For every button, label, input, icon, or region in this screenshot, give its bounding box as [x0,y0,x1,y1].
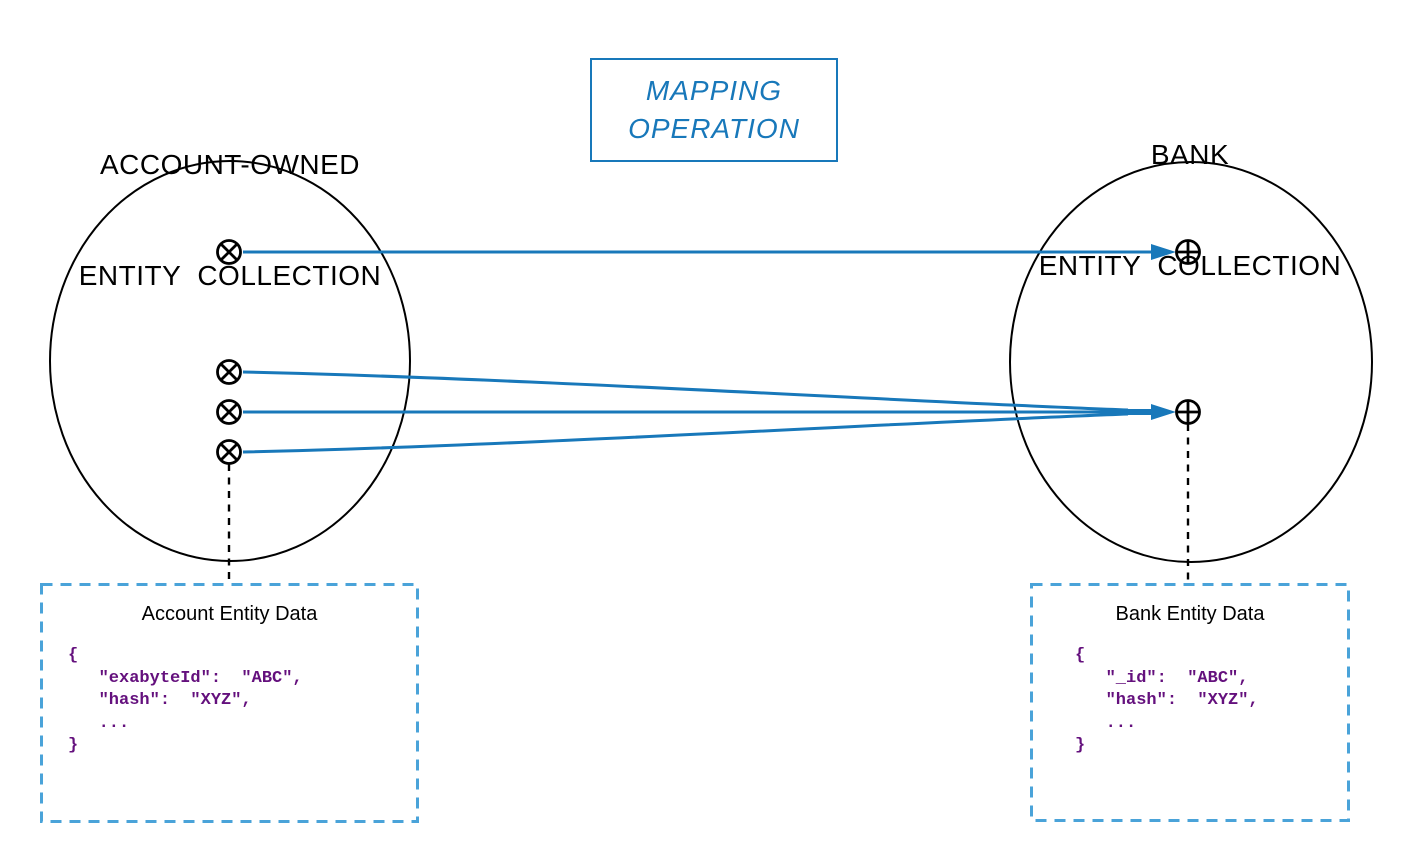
mapping-operation-box: MAPPING OPERATION [590,58,838,162]
left-collection-title-line1: ACCOUNT-OWNED [99,149,361,180]
left-collection-title: ACCOUNT-OWNED ENTITY COLLECTION [30,72,430,368]
right-collection-title-line1: BANK [1150,139,1230,170]
source-point-otimes-icon [216,439,242,465]
bank-data-box-border [1030,583,1350,822]
account-entity-data-code: { "exabyteId": "ABC", "hash": "XYZ", ...… [68,646,303,755]
target-point-oplus-icon [1175,399,1201,425]
account-entity-data-box: Account Entity Data { "exabyteId": "ABC"… [40,583,419,823]
source-point-otimes-icon [216,359,242,385]
source-point-otimes-icon [216,239,242,265]
bank-entity-data-code: { "_id": "ABC", "hash": "XYZ", ... } [1075,646,1259,755]
bank-entity-data-box: Bank Entity Data { "_id": "ABC", "hash":… [1030,583,1350,822]
right-collection-title: BANK ENTITY COLLECTION [990,62,1390,358]
mapping-arrow-converge-head-icon [1151,404,1176,420]
mapping-arrow-converge-bottom-line [242,412,1129,454]
right-collection-title-line2: ENTITY COLLECTION [1038,250,1342,281]
mapping-arrow-converge-top-line [242,370,1129,412]
account-data-box-border [40,583,419,823]
source-point-otimes-icon [216,399,242,425]
left-collection-title-line2: ENTITY COLLECTION [78,260,382,291]
mapping-arrow-single-head-icon [1151,244,1176,260]
mapping-operation-line2: OPERATION [628,113,800,144]
bank-entity-data-title: Bank Entity Data [1115,603,1265,625]
account-entity-data-title: Account Entity Data [141,603,318,625]
right-collection-ellipse [1009,161,1373,563]
mapping-operation-line1: MAPPING [645,75,783,106]
target-point-oplus-icon [1175,239,1201,265]
